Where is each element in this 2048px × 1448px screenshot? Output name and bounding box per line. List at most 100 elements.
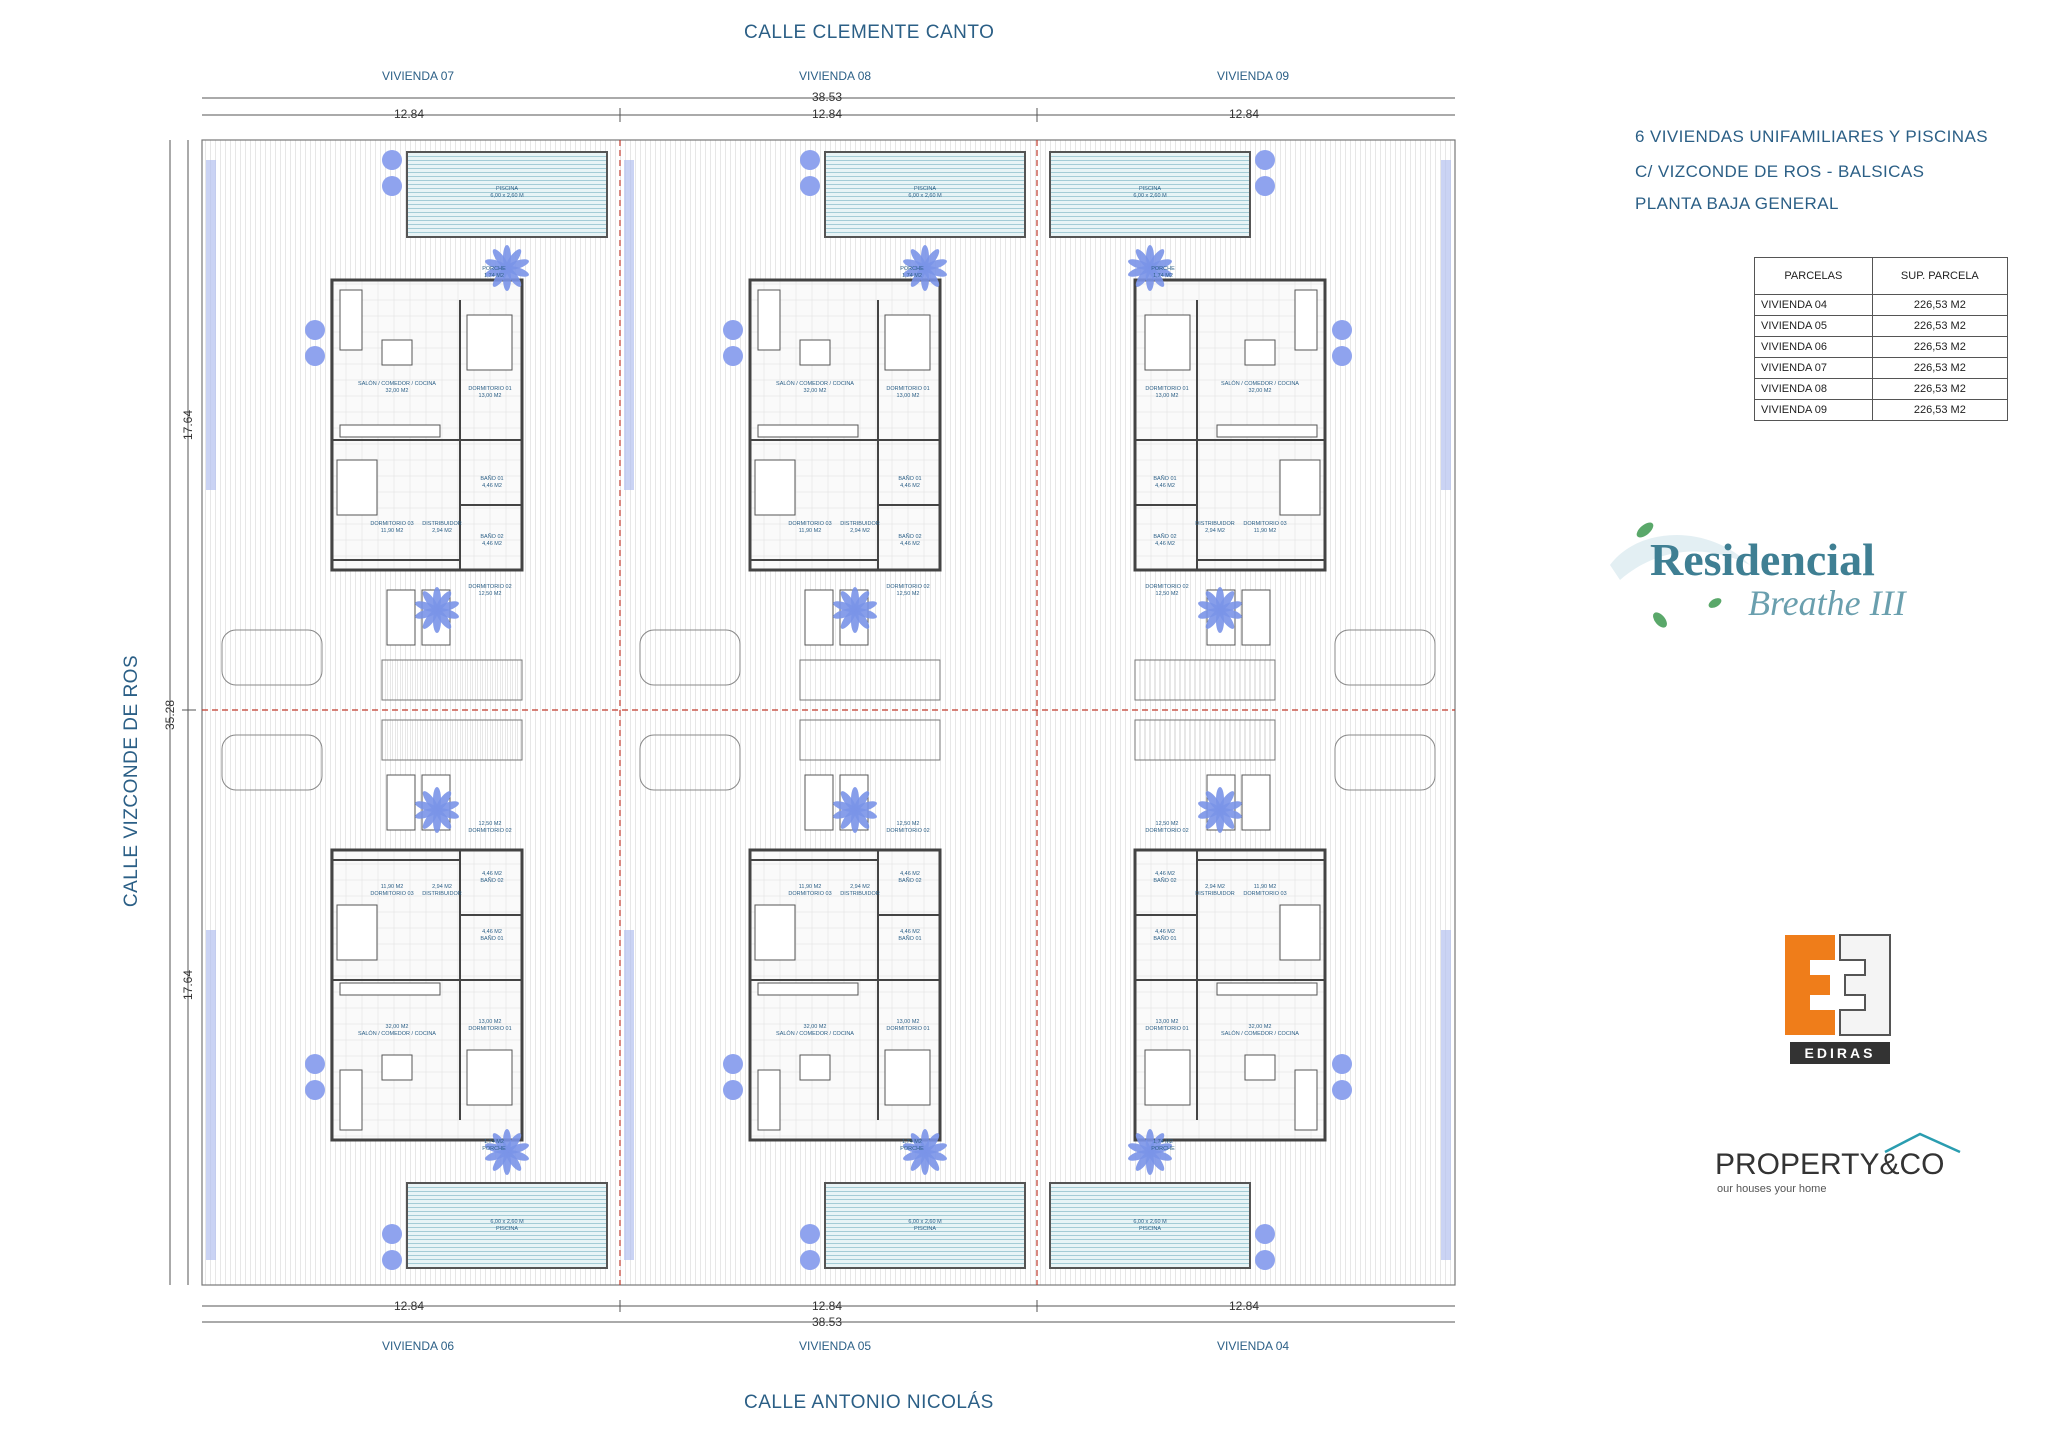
room-label: DISTRIBUIDOR — [422, 521, 461, 527]
sofa-icon — [1294, 1069, 1318, 1131]
room-label: DORMITORIO 03 — [788, 521, 831, 527]
palm-leaf — [1148, 249, 1165, 270]
bed-icon — [884, 1049, 931, 1106]
room-label: 6,00 x 2,60 M — [490, 193, 524, 199]
room-label: 2,94 M2 — [432, 528, 452, 534]
room-label: 1,74 M2 — [484, 1139, 504, 1145]
car-outline — [221, 629, 323, 686]
table-cell-area: 226,53 M2 — [1871, 336, 2009, 358]
room-label: 1,74 M2 — [484, 273, 504, 279]
palm-tree-icon — [485, 245, 529, 291]
dim-half-depth-top: 17.64 — [181, 410, 195, 440]
room-label: DISTRIBUIDOR — [422, 891, 461, 897]
hedge — [624, 160, 634, 490]
room-label: PORCHE — [482, 266, 506, 272]
palm-leaf — [435, 801, 459, 812]
house-plan — [206, 719, 608, 1270]
palm-leaf — [1128, 1143, 1152, 1154]
palm-leaf — [485, 1150, 509, 1161]
bed-icon — [1144, 1049, 1191, 1106]
palm-tree-icon — [903, 1129, 947, 1175]
room-label: 32,00 M2 — [1249, 388, 1272, 394]
shrub-icon — [800, 1250, 820, 1270]
room-label: DORMITORIO 01 — [1145, 1026, 1188, 1032]
hedge — [1441, 930, 1451, 1260]
room-label: 13,00 M2 — [1156, 1019, 1179, 1025]
hedge — [206, 930, 216, 1260]
room-label: BAÑO 01 — [1153, 475, 1176, 482]
sofa-icon — [757, 289, 781, 351]
room-label: SALÓN / COMEDOR / COCINA — [358, 1030, 436, 1037]
table-icon — [1244, 339, 1276, 366]
table-icon — [799, 339, 831, 366]
room-label: 32,00 M2 — [386, 388, 409, 394]
property-tagline: our houses your home — [1717, 1183, 1826, 1195]
palm-tree-icon — [1198, 587, 1242, 633]
room-label: 6,00 x 2,60 M — [1133, 1219, 1167, 1225]
palm-leaf — [1198, 608, 1222, 619]
car-outline — [221, 734, 323, 791]
shrub-icon — [723, 320, 743, 340]
room-label: PISCINA — [914, 1226, 936, 1232]
dim-lot-top-1: 12.84 — [394, 107, 424, 121]
room-label: 1,74 M2 — [902, 273, 922, 279]
shrub-icon — [723, 1080, 743, 1100]
room-label: 12,50 M2 — [897, 821, 920, 827]
room-label: 12,50 M2 — [479, 821, 502, 827]
bed-icon — [386, 774, 416, 831]
palm-leaf — [435, 608, 459, 619]
room-label: DORMITORIO 03 — [370, 521, 413, 527]
room-label: BAÑO 02 — [480, 877, 503, 884]
shrub-icon — [1255, 150, 1275, 170]
room-label: PORCHE — [482, 1146, 506, 1152]
room-label: 11,90 M2 — [1254, 884, 1277, 890]
pool — [406, 151, 608, 238]
steps — [381, 719, 523, 761]
bed-icon — [1279, 459, 1321, 516]
palm-leaf — [840, 808, 857, 829]
project-title-3: PLANTA BAJA GENERAL — [1635, 194, 1839, 213]
room-label: 1,74 M2 — [1153, 1139, 1173, 1145]
table-cell-parcel: VIVIENDA 09 — [1754, 399, 1873, 421]
room-label: 6,00 x 2,60 M — [1133, 193, 1167, 199]
shrub-icon — [382, 176, 402, 196]
dim-half-depth-bottom: 17.64 — [181, 970, 195, 1000]
car-outline — [1334, 734, 1436, 791]
bed-icon — [1144, 314, 1191, 371]
table-icon — [1244, 1054, 1276, 1081]
room-label: PISCINA — [496, 1226, 518, 1232]
shrub-icon — [723, 1054, 743, 1074]
shrub-icon — [1332, 1080, 1352, 1100]
palm-leaf — [910, 249, 927, 270]
room-label: 12,50 M2 — [479, 591, 502, 597]
property-wordmark: PROPERTY&CO — [1715, 1148, 1945, 1181]
pool — [406, 1182, 608, 1269]
room-label: 4,46 M2 — [900, 541, 920, 547]
street-top-label: CALLE CLEMENTE CANTO — [744, 22, 995, 43]
shrub-icon — [800, 176, 820, 196]
room-label: DISTRIBUIDOR — [840, 521, 879, 527]
palm-tree-icon — [1128, 245, 1172, 291]
car-outline — [639, 629, 741, 686]
bed-icon — [466, 1049, 513, 1106]
room-label: 11,90 M2 — [381, 528, 404, 534]
room-label: 12,50 M2 — [1156, 591, 1179, 597]
room-label: BAÑO 01 — [1153, 935, 1176, 942]
table-cell-area: 226,53 M2 — [1871, 357, 2009, 379]
kitchen-counter — [1216, 424, 1318, 438]
room-label: DORMITORIO 02 — [1145, 584, 1188, 590]
floor-plan: 38.53 12.84 12.84 12.84 12.84 12.84 12.8… — [163, 90, 1456, 1329]
room-label: 4,46 M2 — [482, 929, 502, 935]
room-label: DORMITORIO 02 — [468, 584, 511, 590]
room-label: 2,94 M2 — [432, 884, 452, 890]
room-label: 4,46 M2 — [1155, 483, 1175, 489]
palm-leaf — [505, 1143, 529, 1154]
